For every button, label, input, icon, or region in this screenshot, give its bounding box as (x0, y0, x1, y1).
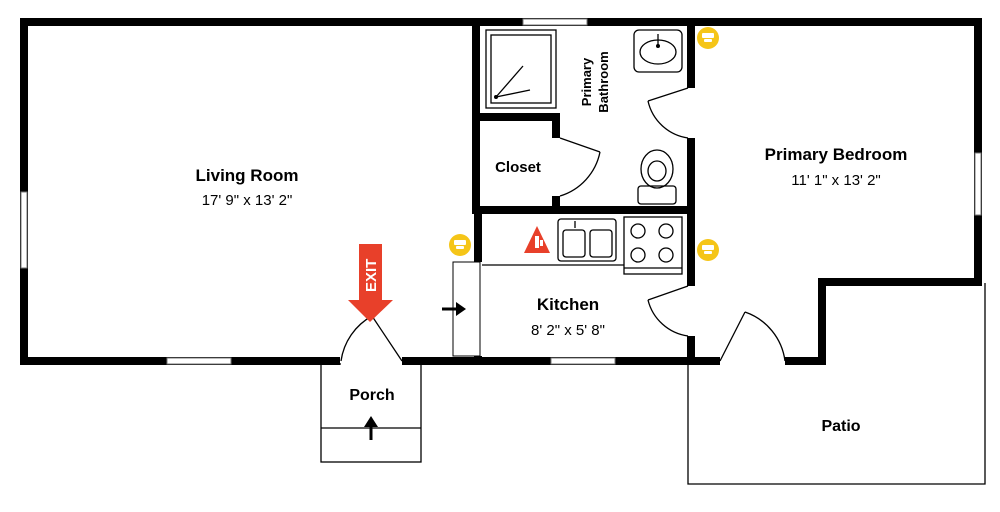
toilet-icon (637, 149, 677, 205)
primary-bathroom-label-line1: Primary (579, 57, 594, 106)
entry-arrow-icon (442, 302, 466, 316)
patio (687, 283, 986, 485)
patio-label: Patio (821, 418, 860, 435)
walls (20, 18, 982, 365)
closet-label: Closet (495, 159, 541, 176)
living-room-dimensions: 17' 9" x 13' 2" (202, 192, 293, 209)
porch (320, 363, 422, 463)
kitchen-dimensions: 8' 2" x 5' 8" (531, 322, 605, 339)
smoke-detector-icon (449, 234, 471, 256)
primary-bathroom-label-line2: Bathroom (596, 51, 611, 112)
bathroom-sink-icon (633, 29, 683, 73)
shower (485, 29, 557, 109)
doors (340, 87, 786, 366)
kitchen-label: Kitchen (537, 295, 599, 314)
smoke-detector-icon (697, 27, 719, 49)
primary-bedroom-label: Primary Bedroom (765, 145, 908, 164)
smoke-detector-icon (697, 239, 719, 261)
entry-arrow-icon (364, 416, 378, 440)
living-room-label: Living Room (196, 166, 299, 185)
exit-sign-text: EXIT (363, 259, 380, 292)
kitchen-sink-icon (557, 218, 617, 262)
windows (20, 18, 982, 365)
stove-icon (623, 216, 683, 275)
exit-arrow-icon: EXIT (348, 244, 393, 322)
porch-label: Porch (349, 387, 394, 404)
fire-extinguisher-icon (524, 226, 550, 253)
primary-bedroom-dimensions: 11' 1" x 13' 2" (791, 172, 881, 189)
